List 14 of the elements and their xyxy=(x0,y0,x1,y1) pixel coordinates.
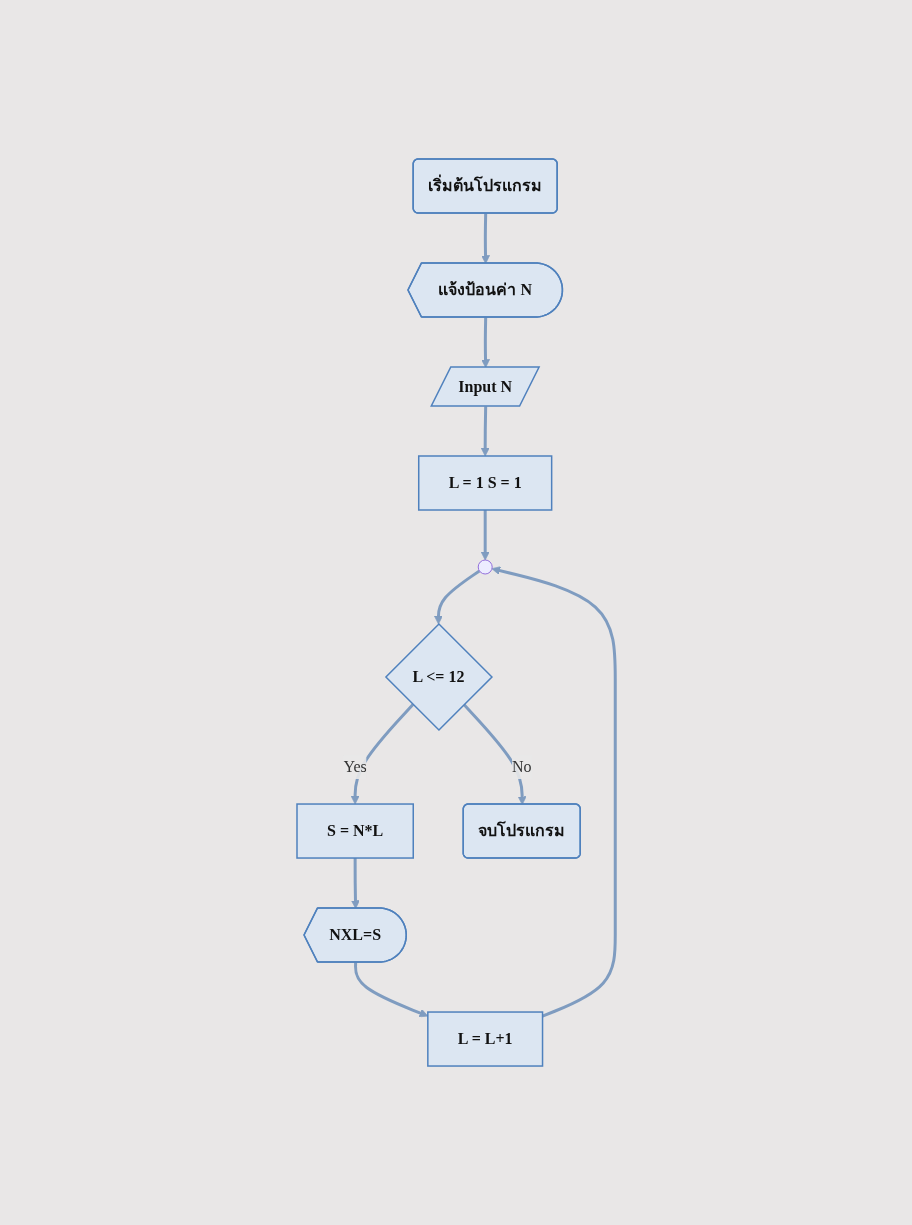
node-box: L = 1 S = 1 xyxy=(417,455,553,511)
node-diamond: L <= 12 xyxy=(384,622,493,732)
edge-label: No xyxy=(511,758,532,776)
arrow xyxy=(462,703,527,805)
node-box: L = L+1 xyxy=(426,1011,544,1067)
arrow xyxy=(433,569,481,625)
edge-label: Yes xyxy=(343,758,367,776)
arrow xyxy=(350,703,414,805)
node-circle xyxy=(477,559,493,575)
arrow xyxy=(480,406,490,457)
arrow xyxy=(491,566,617,1018)
arrow xyxy=(480,510,490,561)
arrow xyxy=(350,858,360,909)
node-box: S = N*L xyxy=(296,803,414,859)
